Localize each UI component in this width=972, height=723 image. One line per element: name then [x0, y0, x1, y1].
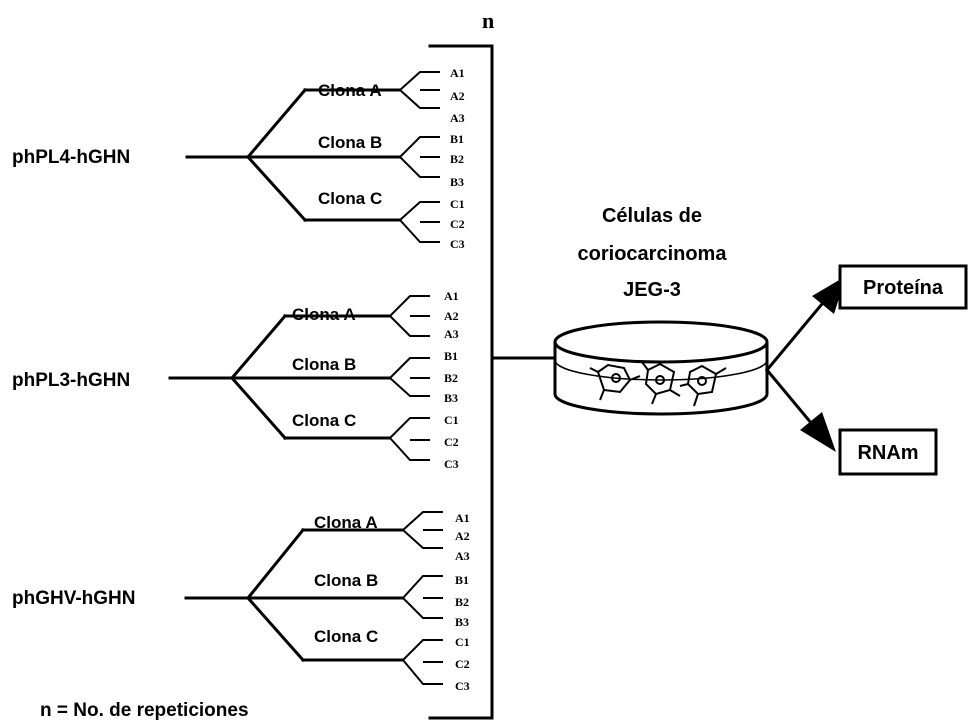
footnote: n = No. de repeticiones	[40, 700, 249, 721]
replicate-fork-2a: A1 A2 A3	[389, 289, 459, 341]
rep-label: C3	[444, 457, 459, 471]
rep-label: A2	[450, 89, 465, 103]
construct-group-2: phPL3-hGHN Clona A Clona B Clona C A1 A2…	[12, 289, 459, 471]
rep-label: B2	[455, 595, 469, 609]
construct-group-1: phPL4-hGHN Clona A Clona B Clona C A1 A2…	[12, 66, 465, 251]
replicate-fork-1c: C1 C2 C3	[399, 197, 465, 251]
rep-label: B3	[444, 391, 458, 405]
rep-label: B2	[444, 371, 458, 385]
output-box-rna: RNAm	[838, 428, 938, 476]
clone-label-3c: Clona C	[314, 627, 378, 646]
repetitions-bracket: n	[428, 8, 555, 720]
clone-label-3a: Clona A	[314, 513, 378, 532]
output-protein-label: Proteína	[863, 277, 944, 299]
output-box-protein: Proteína	[838, 264, 968, 310]
rep-label: B3	[450, 175, 464, 189]
replicate-fork-3c: C1 C2 C3	[402, 635, 470, 693]
rep-label: C1	[450, 197, 465, 211]
bracket-n-label: n	[482, 8, 494, 33]
replicate-fork-2c: C1 C2 C3	[389, 413, 459, 471]
replicate-fork-3a: A1 A2 A3	[402, 511, 470, 563]
clone-label-1b: Clona B	[318, 133, 382, 152]
rep-label: B1	[444, 349, 458, 363]
rep-label: A3	[455, 549, 470, 563]
rep-label: A1	[444, 289, 459, 303]
rep-label: A1	[450, 66, 465, 80]
rep-label: A1	[455, 511, 470, 525]
rep-label: C2	[455, 657, 470, 671]
clone-label-2b: Clona B	[292, 355, 356, 374]
rep-label: B3	[455, 615, 469, 629]
construct-group-3: phGHV-hGHN Clona A Clona B Clona C A1 A2…	[12, 511, 470, 693]
rep-label: B1	[450, 132, 464, 146]
construct-label-3: phGHV-hGHN	[12, 588, 136, 609]
clone-branch-3c	[245, 595, 306, 663]
cell-line-line2: coriocarcinoma	[578, 243, 728, 265]
rep-label: A3	[444, 327, 459, 341]
replicate-fork-2b: B1 B2 B3	[389, 349, 458, 405]
clone-label-3b: Clona B	[314, 571, 378, 590]
rep-label: B2	[450, 152, 464, 166]
cell-line-label: Células de coriocarcinoma JEG-3	[578, 205, 728, 301]
rep-label: C1	[444, 413, 459, 427]
clone-branch-1c	[245, 154, 308, 223]
clone-label-2c: Clona C	[292, 411, 356, 430]
rep-label: C3	[450, 237, 465, 251]
output-arrows	[764, 276, 846, 452]
arrow-head-protein-icon	[812, 276, 846, 314]
cell-line-line1: Células de	[602, 205, 702, 227]
clone-label-1a: Clona A	[318, 81, 382, 100]
cell-line-line3: JEG-3	[623, 279, 681, 301]
clone-label-2a: Clona A	[292, 305, 356, 324]
clone-branch-2c	[229, 375, 288, 441]
construct-label-1: phPL4-hGHN	[12, 147, 130, 168]
clone-branch-3a	[245, 527, 306, 601]
rep-label: C2	[444, 435, 459, 449]
construct-label-2: phPL3-hGHN	[12, 370, 130, 391]
rep-label: A2	[444, 309, 459, 323]
rep-label: A2	[455, 529, 470, 543]
replicate-fork-1a: A1 A2 A3	[399, 66, 465, 125]
petri-dish-icon	[553, 320, 769, 416]
rep-label: C2	[450, 217, 465, 231]
clone-branch-1a	[245, 87, 308, 160]
replicate-fork-1b: B1 B2 B3	[399, 132, 464, 189]
output-rna-label: RNAm	[857, 442, 918, 464]
replicate-fork-3b: B1 B2 B3	[402, 573, 469, 629]
rep-label: C1	[455, 635, 470, 649]
clone-label-1c: Clona C	[318, 189, 382, 208]
clone-branch-2a	[229, 313, 288, 381]
rep-label: C3	[455, 679, 470, 693]
rep-label: A3	[450, 111, 465, 125]
cell-icons	[589, 361, 727, 407]
rep-label: B1	[455, 573, 469, 587]
arrow-head-rna-icon	[800, 412, 836, 452]
